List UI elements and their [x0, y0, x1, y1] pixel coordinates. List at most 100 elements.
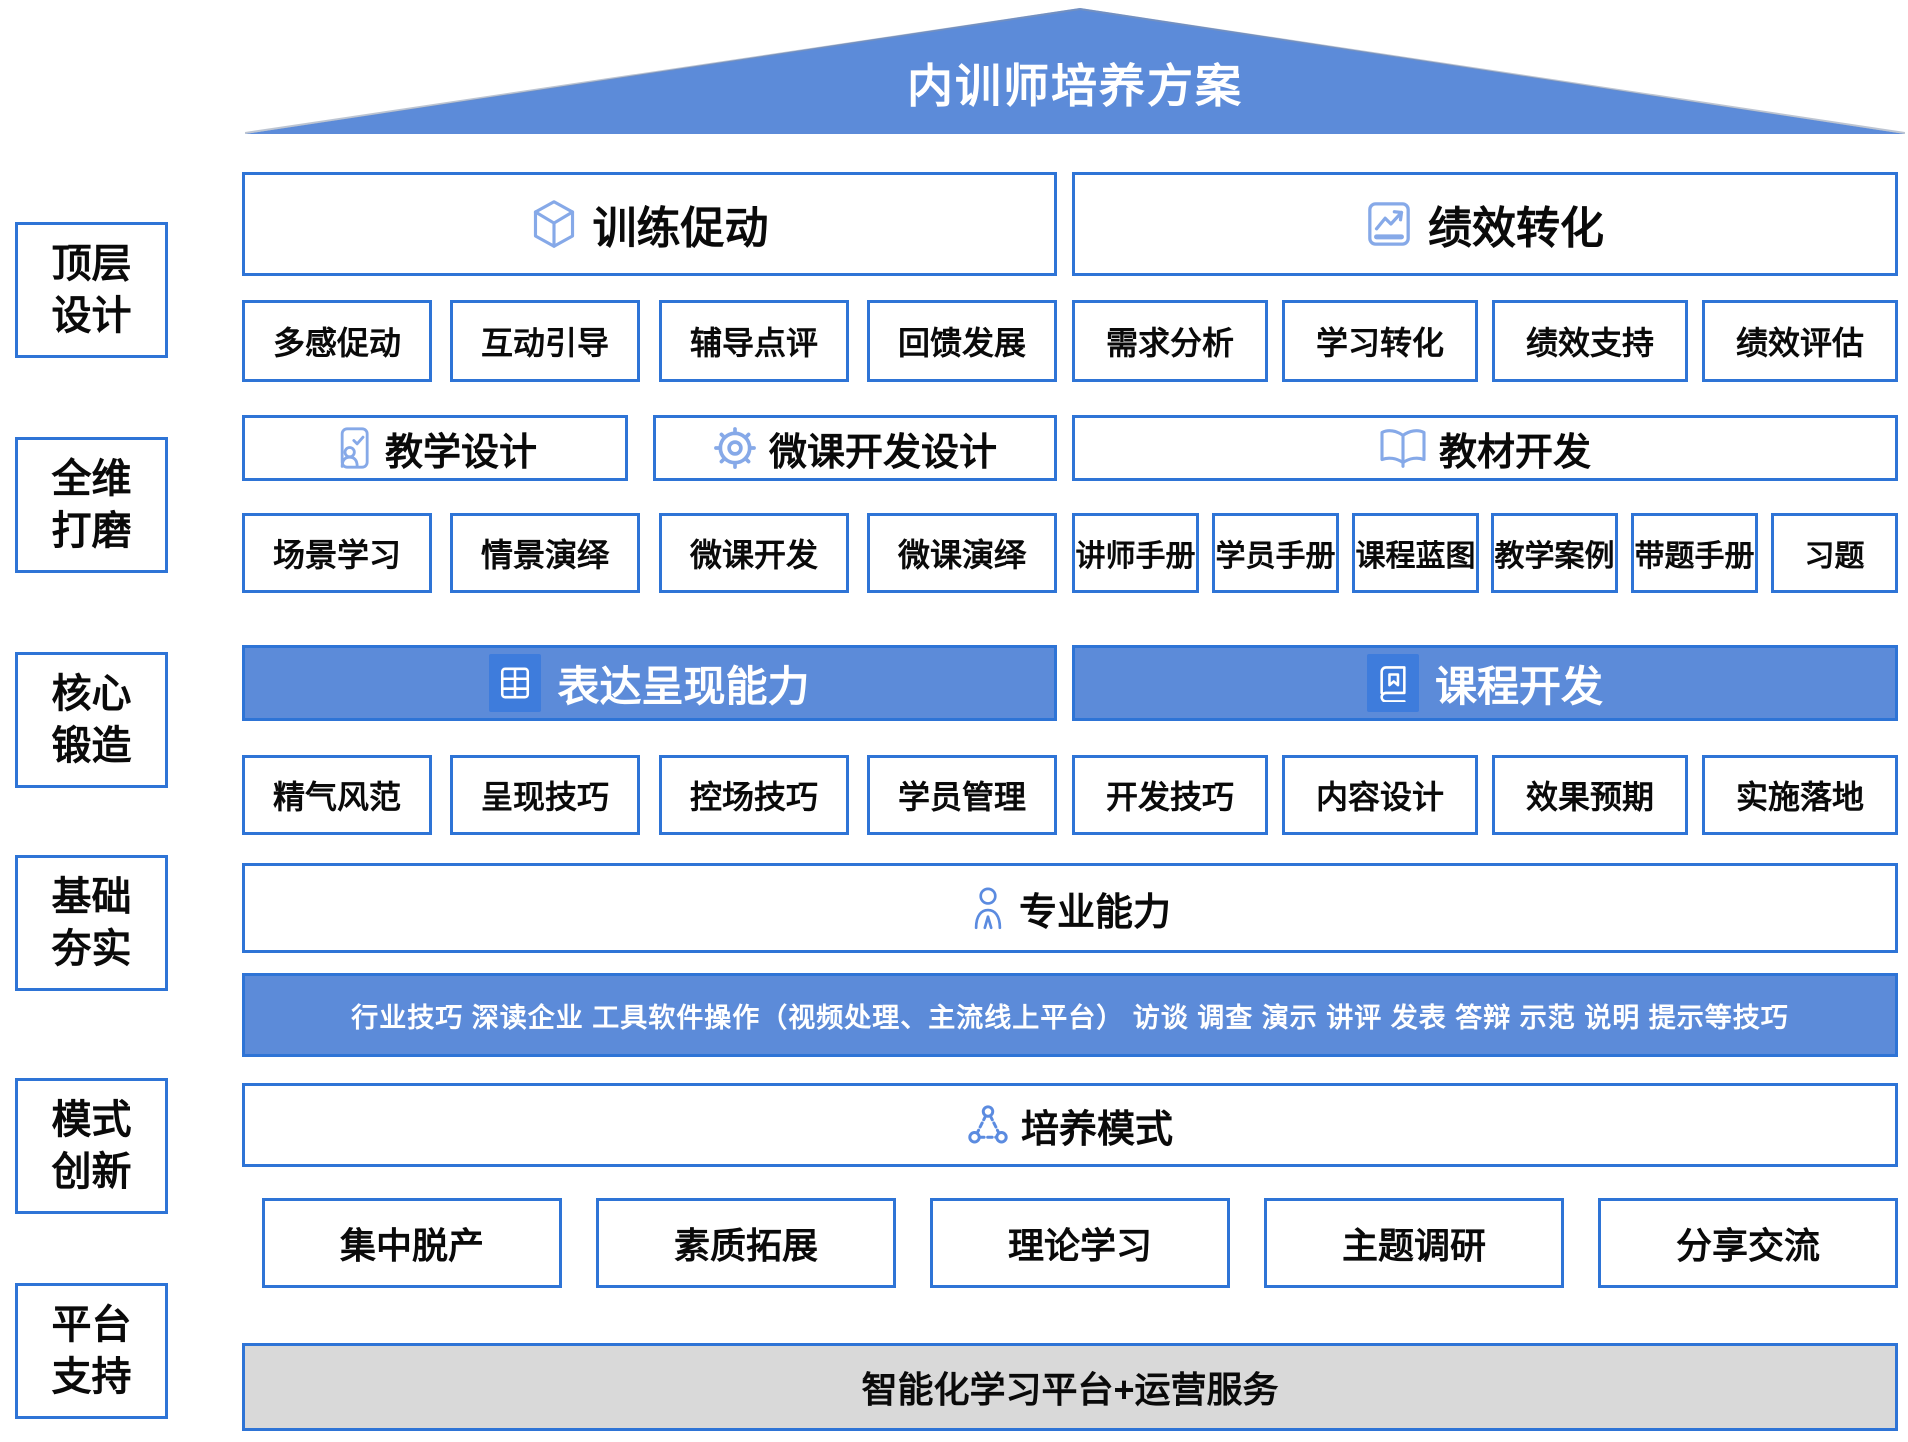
stage-label-platform-support: 平台 支持: [15, 1283, 168, 1419]
item-label: 课程蓝图: [1355, 540, 1476, 573]
item-label: 绩效评估: [1735, 325, 1864, 361]
stage-label-text: 模式 创新: [51, 1098, 132, 1194]
item-label: 开发技巧: [1105, 779, 1234, 815]
platform-label: 智能化学习平台+运营服务: [861, 1369, 1279, 1410]
item-label: 情景演绎: [480, 537, 609, 573]
item-box: 习题: [1771, 513, 1898, 593]
item-label: 效果预期: [1525, 779, 1654, 815]
network-icon: [967, 1104, 1009, 1146]
item-box: 内容设计: [1282, 755, 1478, 835]
item-box: 绩效评估: [1702, 300, 1898, 382]
item-label: 绩效支持: [1525, 325, 1654, 361]
item-box: 精气风范: [242, 755, 432, 835]
header-label: 微课开发设计: [768, 431, 997, 474]
line-chart-icon: [1366, 201, 1412, 247]
item-box: 效果预期: [1492, 755, 1688, 835]
stage-label-model-innovation: 模式 创新: [15, 1078, 168, 1214]
item-label: 分享交流: [1675, 1225, 1820, 1266]
stage-label-top-design: 顶层 设计: [15, 222, 168, 358]
item-box: 需求分析: [1072, 300, 1268, 382]
item-label: 精气风范: [272, 779, 401, 815]
roof-banner: [245, 8, 1905, 134]
item-label: 微课开发: [689, 537, 818, 573]
header-label: 表达呈现能力: [557, 662, 810, 710]
item-label: 内容设计: [1315, 779, 1444, 815]
item-label: 带题手册: [1634, 540, 1755, 573]
item-label: 习题: [1804, 540, 1865, 573]
item-box: 呈现技巧: [450, 755, 640, 835]
item-box: 控场技巧: [659, 755, 849, 835]
diagram-title: 内训师培养方案: [907, 60, 1243, 112]
item-label: 主题调研: [1341, 1225, 1486, 1266]
stage-label-all-dimension: 全维 打磨: [15, 437, 168, 573]
item-box: 课程蓝图: [1352, 513, 1479, 593]
item-box: 学习转化: [1282, 300, 1478, 382]
item-box: 情景演绎: [450, 513, 640, 593]
item-box: 讲师手册: [1072, 513, 1199, 593]
item-label: 互动引导: [480, 325, 609, 361]
open-book-icon: [1379, 427, 1427, 469]
item-box: 实施落地: [1702, 755, 1898, 835]
header-label: 训练促动: [592, 204, 769, 253]
item-box: 辅导点评: [659, 300, 849, 382]
stage-label-text: 顶层 设计: [51, 242, 132, 338]
item-box: 绩效支持: [1492, 300, 1688, 382]
course-book-icon: [1366, 654, 1419, 712]
item-box: 理论学习: [930, 1198, 1230, 1288]
header-training-model: 培养模式: [242, 1083, 1898, 1167]
item-label: 实施落地: [1735, 779, 1864, 815]
stage-label-text: 平台 支持: [51, 1303, 132, 1399]
item-label: 多感促动: [272, 325, 401, 361]
item-label: 控场技巧: [689, 779, 818, 815]
grid-icon: [489, 654, 542, 712]
cube-icon: [531, 199, 577, 249]
header-label: 教材开发: [1438, 431, 1591, 474]
skills-bar: 行业技巧 深读企业 工具软件操作（视频处理、主流线上平台） 访谈 调查 演示 讲…: [242, 973, 1898, 1057]
item-box: 集中脱产: [262, 1198, 562, 1288]
item-label: 需求分析: [1105, 325, 1234, 361]
item-box: 主题调研: [1264, 1198, 1564, 1288]
item-label: 学员管理: [897, 779, 1026, 815]
header-presentation-ability: 表达呈现能力: [242, 645, 1057, 721]
platform-bar: 智能化学习平台+运营服务: [242, 1343, 1898, 1431]
header-material-development: 教材开发: [1072, 415, 1898, 481]
person-document-icon: [333, 426, 373, 470]
header-training-facilitation: 训练促动: [242, 172, 1057, 276]
skills-text: 行业技巧 深读企业 工具软件操作（视频处理、主流线上平台） 访谈 调查 演示 讲…: [351, 1002, 1789, 1033]
item-box: 带题手册: [1631, 513, 1758, 593]
item-box: 多感促动: [242, 300, 432, 382]
header-teaching-design: 教学设计: [242, 415, 628, 481]
header-label: 专业能力: [1018, 891, 1171, 934]
item-box: 微课开发: [659, 513, 849, 593]
gear-icon: [713, 426, 757, 470]
item-label: 场景学习: [272, 537, 401, 573]
header-performance-transfer: 绩效转化: [1072, 172, 1898, 276]
item-label: 学习转化: [1315, 325, 1444, 361]
stage-label-text: 核心 锻造: [51, 672, 132, 768]
item-label: 辅导点评: [689, 325, 818, 361]
header-course-development: 课程开发: [1072, 645, 1898, 721]
item-box: 场景学习: [242, 513, 432, 593]
item-box: 回馈发展: [867, 300, 1057, 382]
item-box: 分享交流: [1598, 1198, 1898, 1288]
item-box: 微课演绎: [867, 513, 1057, 593]
item-label: 学员手册: [1215, 540, 1336, 573]
item-box: 开发技巧: [1072, 755, 1268, 835]
item-label: 教学案例: [1494, 540, 1615, 573]
item-box: 素质拓展: [596, 1198, 896, 1288]
header-microcourse-design: 微课开发设计: [653, 415, 1057, 481]
stage-label-foundation: 基础 夯实: [15, 855, 168, 991]
item-box: 学员管理: [867, 755, 1057, 835]
item-box: 互动引导: [450, 300, 640, 382]
item-label: 素质拓展: [673, 1225, 818, 1266]
stage-label-core-forging: 核心 锻造: [15, 652, 168, 788]
header-label: 课程开发: [1434, 662, 1603, 710]
item-box: 教学案例: [1491, 513, 1618, 593]
header-label: 绩效转化: [1428, 204, 1604, 253]
header-professional-ability: 专业能力: [242, 863, 1898, 953]
header-label: 培养模式: [1020, 1108, 1173, 1151]
item-label: 理论学习: [1007, 1225, 1152, 1266]
item-label: 集中脱产: [339, 1225, 484, 1266]
item-label: 呈现技巧: [480, 779, 609, 815]
